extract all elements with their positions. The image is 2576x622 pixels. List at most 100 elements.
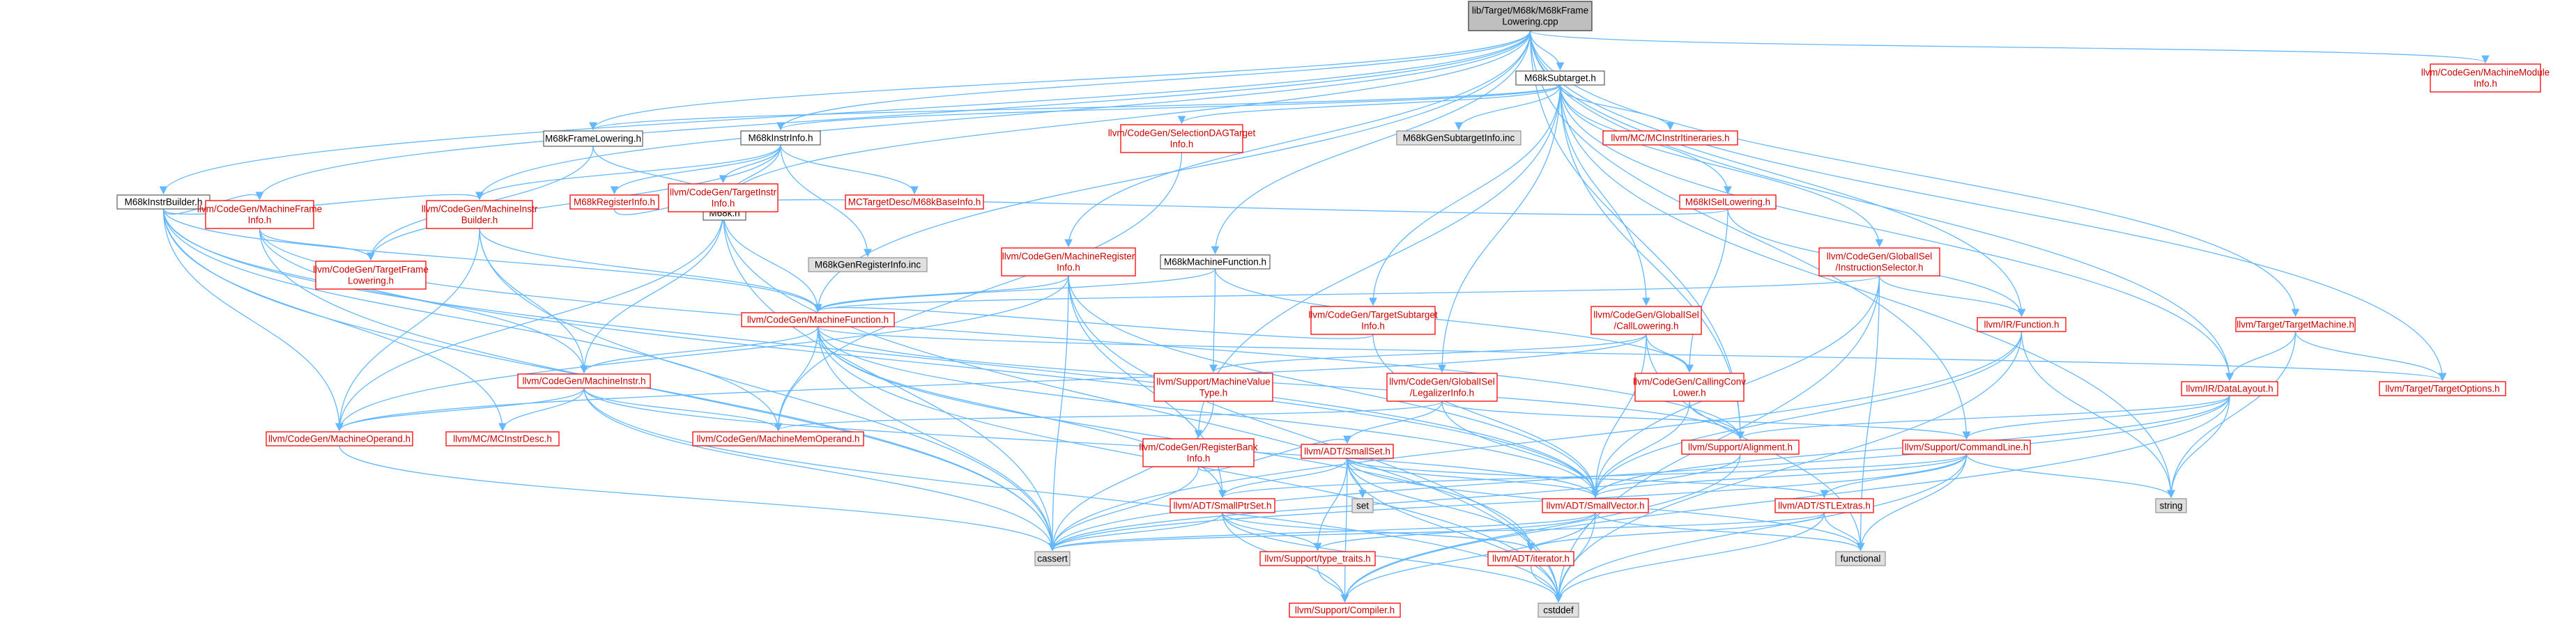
node-box-targetmachine [2235, 317, 2356, 332]
node-compiler[interactable]: llvm/Support/Compiler.h [1289, 602, 1401, 618]
node-label-typetraits-0: llvm/Support/type_traits.h [1264, 554, 1370, 564]
node-iterator[interactable]: llvm/ADT/iterator.h [1487, 551, 1574, 566]
edge-targetinstrinfo-to-machineinstr [580, 211, 724, 374]
node-label-stlextras-0: llvm/ADT/STLExtras.h [1778, 501, 1871, 511]
node-calllowering[interactable]: llvm/CodeGen/GlobalISel/CallLowering.h [1590, 306, 1702, 335]
node-box-machineinstr [517, 373, 651, 389]
edge-root-to-commandline [1529, 30, 1971, 440]
node-box-smallptrset [1170, 498, 1275, 513]
node-registerinfo[interactable]: M68kRegisterInfo.h [569, 194, 659, 210]
node-box-commandline [1902, 440, 2031, 455]
edge-machinefunction_h-to-machinevaluetype [1209, 268, 1218, 373]
edge-subtarget-to-selectiondagtargetinfo [1177, 84, 1561, 125]
node-box-instructionselector [1818, 247, 1940, 277]
edge-subtarget-to-gensubtargetinfo [1455, 84, 1561, 131]
node-label-targetoptions-0: llvm/Target/TargetOptions.h [2385, 384, 2499, 394]
edge-instrinfo-to-machineinstrbuilder [475, 144, 781, 201]
node-label-string-0: string [2159, 501, 2182, 511]
node-box-targetsubtargetinfo [1310, 306, 1436, 335]
edge-commandline-to-stlextras [1820, 453, 1968, 499]
edge-alignment-to-compiler [1340, 453, 1741, 603]
node-instructionselector[interactable]: llvm/CodeGen/GlobalISel/InstructionSelec… [1818, 247, 1940, 277]
node-label-machinemoduleinfo-0: llvm/CodeGen/MachineModule [2421, 68, 2550, 78]
edge-smallptrset-to-cassert [1048, 512, 1223, 552]
edge-root-to-irfunction [1529, 30, 2026, 318]
node-machinefunction_h[interactable]: M68kMachineFunction.h [1160, 254, 1271, 270]
edge-machineregisterinfo-to-cassert [1048, 275, 1069, 552]
node-box-machinevaluetype [1153, 373, 1273, 402]
node-label-registerinfo-0: M68kRegisterInfo.h [574, 197, 655, 208]
node-label-genregisterinfo-0: M68kGenRegisterInfo.inc [815, 260, 921, 270]
edge-typetraits-to-compiler [1317, 565, 1349, 603]
node-label-instructionselector-1: /InstructionSelector.h [1835, 263, 1923, 273]
node-targetmachine[interactable]: llvm/Target/TargetMachine.h [2235, 317, 2356, 332]
node-box-subtarget [1515, 70, 1605, 86]
node-box-alignment [1681, 440, 1800, 455]
node-instrbuilder[interactable]: M68kInstrBuilder.h [116, 194, 210, 210]
edge-machineframeinfo-to-smallvector [259, 228, 1600, 499]
edge-registerbankinfo-to-smallset [1197, 435, 1351, 472]
node-legalizerinfo[interactable]: llvm/CodeGen/GlobalISel/LegalizerInfo.h [1386, 373, 1498, 402]
node-typetraits[interactable]: llvm/Support/type_traits.h [1259, 551, 1376, 566]
edge-stlextras-to-cstddef [1554, 512, 1825, 603]
edge-machineinstrbuilder-to-machinefunction [479, 228, 822, 313]
node-label-iterator-0: llvm/ADT/iterator.h [1492, 554, 1570, 564]
node-mcinstrdesc[interactable]: llvm/MC/MCInstrDesc.h [445, 431, 560, 446]
node-box-registerbankinfo [1142, 438, 1255, 467]
node-machineoperand[interactable]: llvm/CodeGen/MachineOperand.h [266, 431, 413, 446]
node-iselowering[interactable]: M68kISelLowering.h [1679, 194, 1777, 210]
node-cstddef: cstddef [1538, 602, 1579, 618]
edge-instrinfo-to-genregisterinfo [780, 144, 872, 258]
node-label-functional-0: functional [1841, 554, 1881, 564]
edge-instrinfo-to-targetinstrinfo [719, 144, 781, 184]
node-label-callingconvlower-0: llvm/CodeGen/CallingConv [1633, 377, 1746, 387]
node-label-registerbankinfo-0: llvm/CodeGen/RegisterBank [1139, 442, 1258, 453]
node-instrinfo[interactable]: M68kInstrInfo.h [740, 130, 821, 146]
node-machineinstr[interactable]: llvm/CodeGen/MachineInstr.h [517, 373, 651, 389]
node-label-machinefunction-0: llvm/CodeGen/MachineFunction.h [747, 315, 889, 325]
edge-irfunction-to-string [2021, 331, 2175, 499]
node-datalayout[interactable]: llvm/IR/DataLayout.h [2181, 381, 2278, 396]
edge-machinefunction-to-cassert [817, 326, 1057, 552]
node-smallptrset[interactable]: llvm/ADT/SmallPtrSet.h [1170, 498, 1275, 513]
node-label-cassert-0: cassert [1037, 554, 1068, 564]
node-box-set [1351, 498, 1374, 513]
edge-root-to-instrinfo [776, 30, 1531, 131]
node-box-irfunction [1977, 317, 2067, 332]
node-irfunction[interactable]: llvm/IR/Function.h [1977, 317, 2067, 332]
node-smallset[interactable]: llvm/ADT/SmallSet.h [1301, 444, 1394, 459]
edge-subtarget-to-mcinstritineraries [1559, 84, 1675, 131]
node-stlextras[interactable]: llvm/ADT/STLExtras.h [1774, 498, 1874, 513]
edge-root-to-targetmachine [1529, 30, 2300, 318]
edge-irfunction-to-cstddef [1554, 331, 2023, 603]
node-subtarget[interactable]: M68kSubtarget.h [1515, 70, 1605, 86]
edge-calllowering-to-callingconvlower [1646, 334, 1694, 373]
node-commandline[interactable]: llvm/Support/CommandLine.h [1902, 440, 2031, 455]
node-mcinstritineraries[interactable]: llvm/MC/MCInstrItineraries.h [1602, 130, 1738, 146]
edge-irfunction-to-smallvector [1591, 331, 2023, 499]
node-label-smallset-0: llvm/ADT/SmallSet.h [1304, 446, 1390, 457]
node-machinefunction[interactable]: llvm/CodeGen/MachineFunction.h [741, 312, 895, 327]
node-machinememoperand[interactable]: llvm/CodeGen/MachineMemOperand.h [692, 431, 864, 446]
edge-root-to-machineregisterinfo [1064, 30, 1531, 248]
node-alignment[interactable]: llvm/Support/Alignment.h [1681, 440, 1800, 455]
edge-instrbuilder-to-machineoperand [162, 208, 344, 432]
node-box-machineoperand [266, 431, 413, 446]
node-smallvector[interactable]: llvm/ADT/SmallVector.h [1542, 498, 1649, 513]
node-framelowering[interactable]: M68kFrameLowering.h [543, 130, 643, 147]
node-targetoptions[interactable]: llvm/Target/TargetOptions.h [2379, 381, 2506, 396]
edge-machineinstrbuilder-to-machineoperand [335, 228, 480, 432]
node-label-subtarget-0: M68kSubtarget.h [1524, 73, 1596, 84]
node-m68kbaseinfo[interactable]: MCTargetDesc/M68kBaseInfo.h [845, 194, 984, 210]
